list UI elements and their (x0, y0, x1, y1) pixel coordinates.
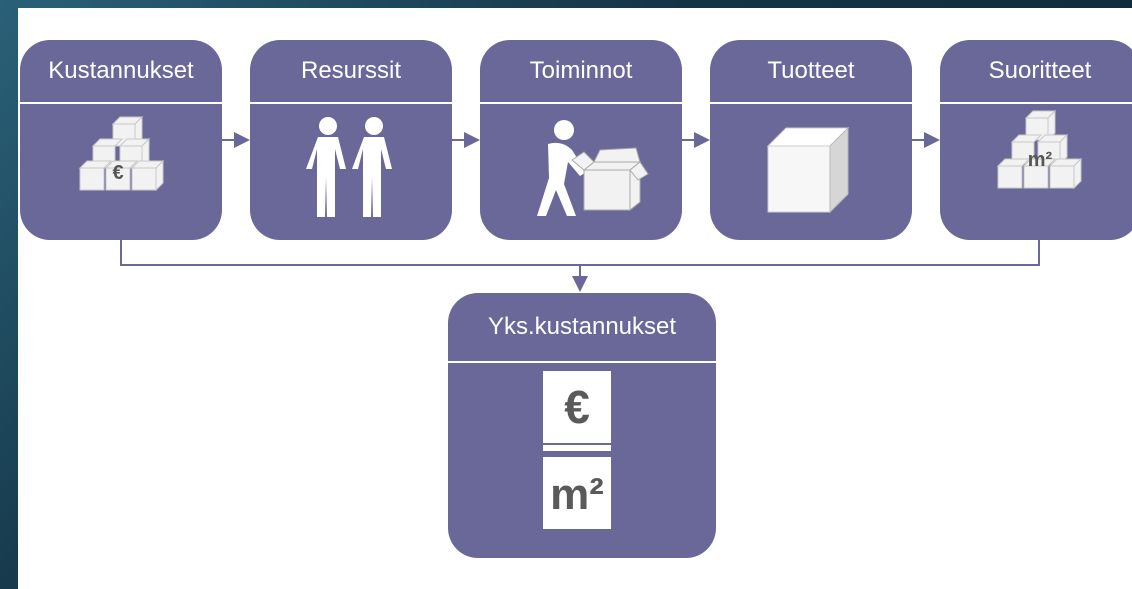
stacked-boxes-euro-icon: € (78, 115, 165, 192)
step-title: Toiminnot (480, 40, 682, 104)
step-box-suoritteet: Suoritteet m² (940, 40, 1132, 240)
m2-glyph: m² (1028, 149, 1053, 171)
step-title: Kustannukset (20, 40, 222, 104)
two-persons-icon (306, 117, 392, 217)
euro-glyph: € (112, 162, 123, 184)
step-box-resurssit: Resurssit (250, 40, 452, 240)
step-title: Suoritteet (940, 40, 1132, 104)
fraction-denominator: m² (543, 457, 611, 529)
fraction-numerator: € (543, 371, 611, 443)
result-title: Yks.kustannukset (448, 293, 716, 363)
step-box-toiminnot: Toiminnot (480, 40, 682, 240)
step-title: Tuotteet (710, 40, 912, 104)
step-box-tuotteet: Tuotteet (710, 40, 912, 240)
feedback-line (120, 240, 1040, 266)
step-box-kustannukset: Kustannukset € (20, 40, 222, 240)
fraction-bar (543, 445, 611, 451)
diagram-canvas: Kustannukset € Resurssit (18, 8, 1132, 589)
stacked-boxes-m2-icon: m² (996, 109, 1083, 190)
fraction-euro-per-m2-icon: € m² (448, 363, 716, 558)
connector-lines (120, 132, 1040, 292)
box-icon (766, 126, 850, 214)
result-box-yks-kustannukset: Yks.kustannukset € m² (448, 293, 716, 558)
person-packing-box-icon (537, 120, 649, 216)
step-title: Resurssit (250, 40, 452, 104)
